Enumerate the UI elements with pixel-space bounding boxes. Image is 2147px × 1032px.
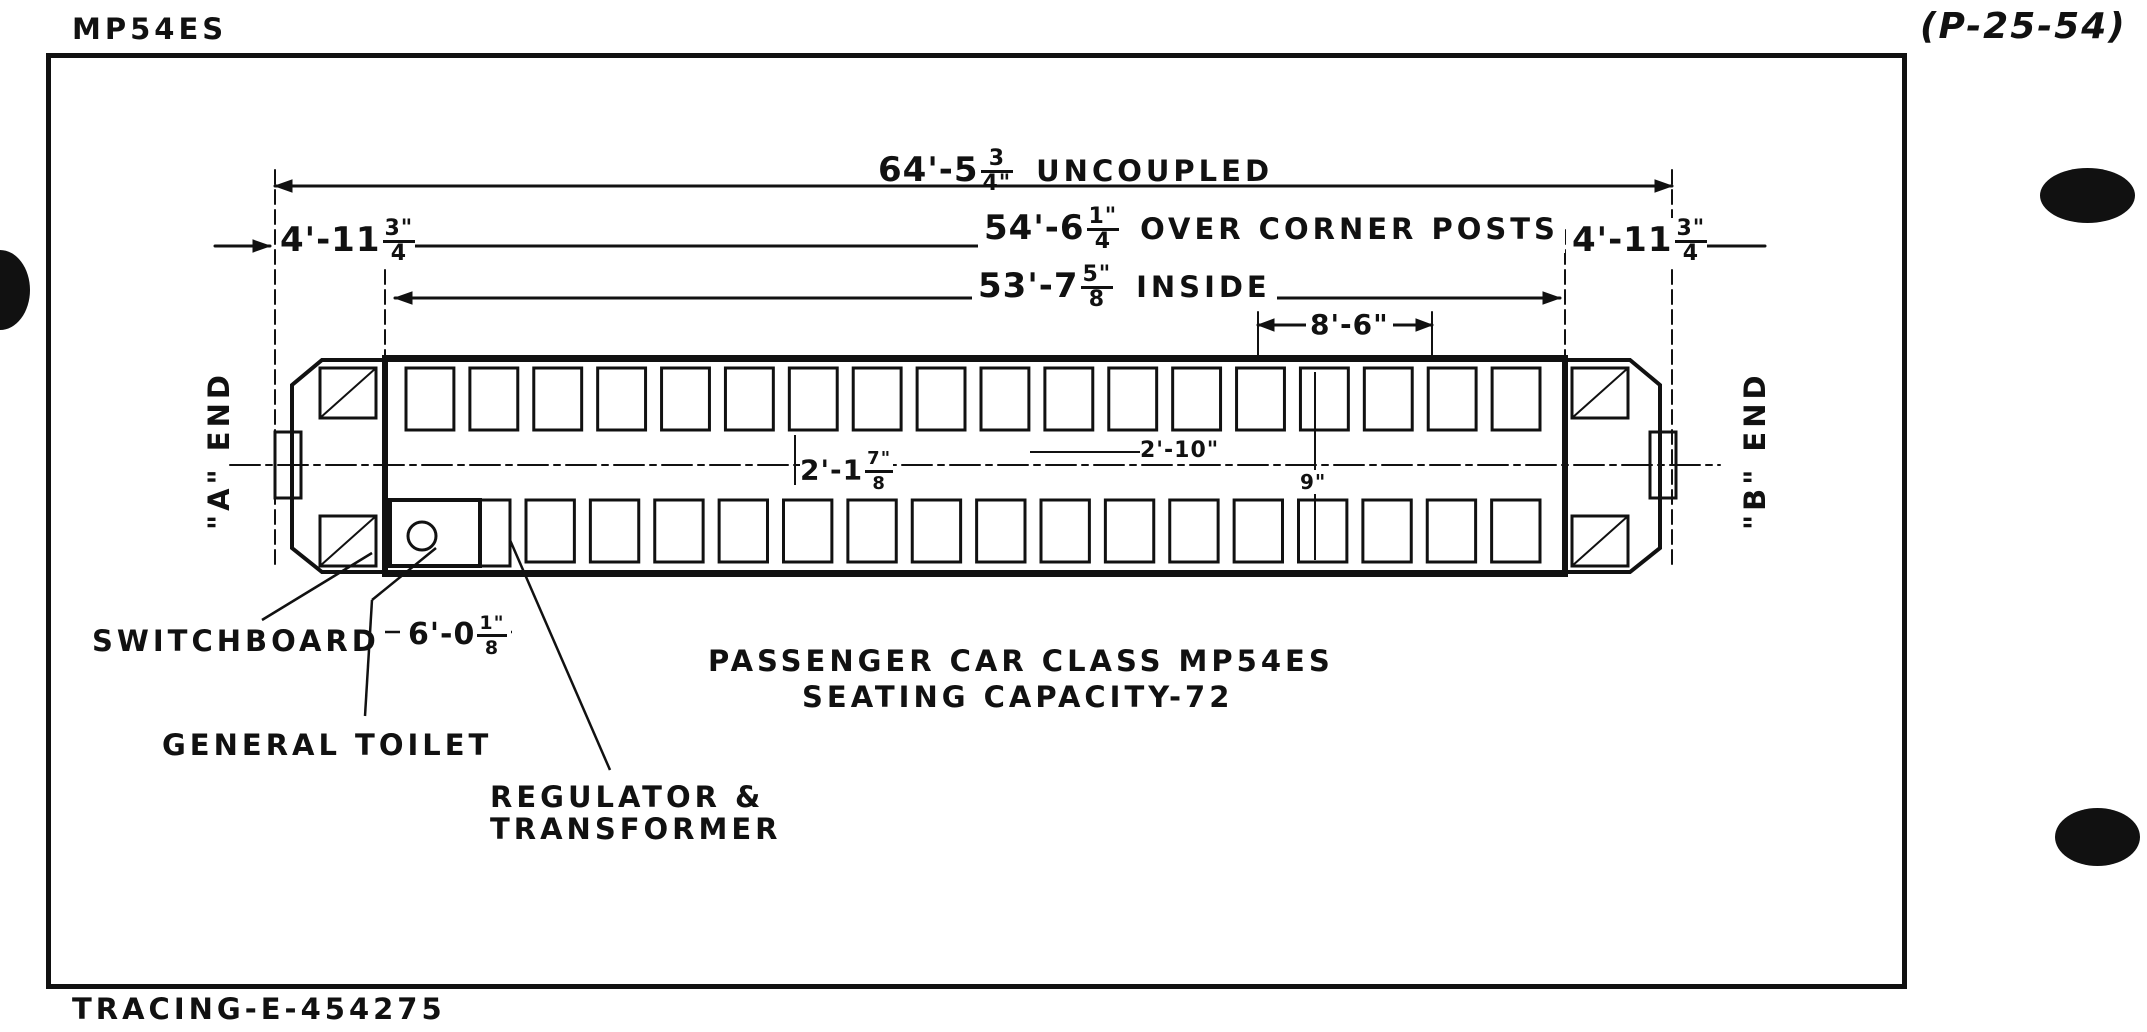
seat-width-dim: 9" (1300, 470, 1327, 494)
seat-top (1043, 366, 1095, 432)
seat-bottom (1425, 498, 1478, 564)
toilet-num: 1" (477, 612, 507, 637)
uncoupled-den: 4" (982, 171, 1012, 196)
corner-posts-fraction: 1"4 (1086, 204, 1120, 254)
seat-bottom (846, 498, 898, 564)
class-code-label: MP54ES (72, 12, 228, 46)
end-right-den: 4 (1682, 241, 1700, 266)
seat-top (1107, 366, 1159, 432)
seat-top (468, 366, 520, 432)
seat-top (787, 366, 839, 432)
seat-bottom (524, 498, 576, 564)
seat-top (915, 366, 967, 432)
caption-capacity: SEATING CAPACITY-72 (802, 680, 1234, 714)
aisle-fraction: 7"8 (865, 448, 894, 495)
end-left-fraction: 3"4 (382, 216, 416, 266)
seat-top (1362, 366, 1414, 432)
toilet-fraction: 1"8 (477, 612, 507, 659)
seat-top (1171, 366, 1223, 432)
aisle-num: 7" (865, 448, 894, 473)
toilet-whole: 6'-0 (408, 617, 476, 652)
seat-top (660, 366, 711, 432)
end-left-den: 4 (390, 241, 408, 266)
seat-bottom (717, 498, 769, 564)
corner-posts-num: 1" (1086, 204, 1120, 231)
caption-class: PASSENGER CAR CLASS MP54ES (708, 644, 1334, 678)
seat-bottom (1039, 498, 1091, 564)
regulator-label-line2: TRANSFORMER (490, 812, 782, 846)
seat-top (723, 366, 775, 432)
inside-whole: 53'-7 (978, 266, 1079, 306)
drawing-frame (46, 53, 1907, 989)
seat-bottom (1232, 498, 1284, 564)
general-toilet-label: GENERAL TOILET (162, 728, 493, 762)
seat-pitch-dim: 8'-6" (1306, 308, 1393, 341)
inside-den: 8 (1088, 287, 1106, 312)
inside-label: INSIDE (1136, 270, 1271, 304)
seat-bottom (975, 498, 1027, 564)
seat-top (851, 366, 903, 432)
switchboard-label: SWITCHBOARD (92, 624, 380, 658)
corner-posts-whole: 54'-6 (984, 208, 1085, 248)
aisle-whole: 2'-1 (800, 453, 864, 487)
seat-bottom (910, 498, 963, 564)
seat-bottom (1361, 498, 1413, 564)
seat-bottom (1297, 498, 1349, 564)
end-right-num: 3" (1674, 216, 1708, 243)
toilet-den: 8 (484, 637, 500, 659)
seat-top (1426, 366, 1478, 432)
punch-hole-top-right (2040, 168, 2135, 223)
seat-top (1490, 366, 1542, 432)
end-right-fraction: 3"4 (1674, 216, 1708, 266)
corner-posts-label: OVER CORNER POSTS (1140, 212, 1559, 246)
seat-bottom (1490, 498, 1542, 564)
regulator-label-line1: REGULATOR & (490, 780, 765, 814)
uncoupled-label: UNCOUPLED (1036, 154, 1274, 188)
uncoupled-num: 3 (980, 148, 1014, 173)
seat-spacing-dim: 2'-10" (1140, 438, 1220, 463)
punch-hole-bottom-right (2055, 808, 2140, 866)
b-end-label: "B" END (1738, 371, 1772, 530)
corner-posts-den: 4 (1094, 229, 1112, 254)
seat-top (404, 366, 456, 432)
seat-bottom (1168, 498, 1220, 564)
seat-bottom (1103, 498, 1156, 564)
end-right-whole: 4'-11 (1572, 220, 1673, 260)
seat-top (1235, 366, 1286, 432)
seat-bottom (653, 498, 705, 564)
uncoupled-whole: 64'-5 (878, 150, 979, 190)
end-left-num: 3" (382, 216, 416, 243)
seat-bottom (782, 498, 834, 564)
seat-bottom (588, 498, 641, 564)
aisle-den: 8 (872, 473, 886, 494)
end-left-whole: 4'-11 (280, 220, 381, 260)
inside-fraction: 5"8 (1080, 262, 1114, 312)
seat-top (979, 366, 1031, 432)
seat-top (532, 366, 584, 432)
seat-top (596, 366, 648, 432)
inside-num: 5" (1080, 262, 1114, 289)
sheet-reference: (P-25-54) (1920, 6, 2127, 47)
a-end-label: "A" END (202, 371, 236, 530)
tracing-number: TRACING-E-454275 (72, 992, 446, 1026)
seat-top (1298, 366, 1350, 432)
